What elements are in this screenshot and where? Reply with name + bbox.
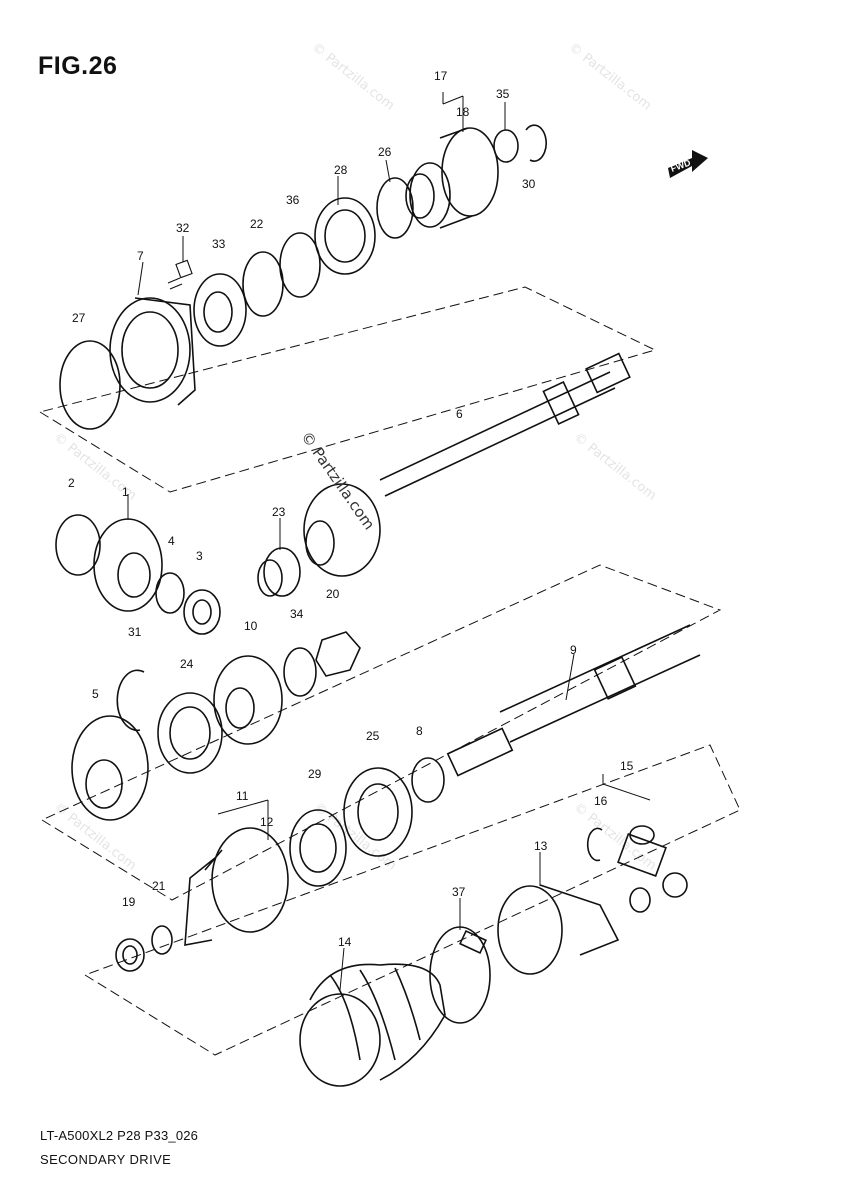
ball-bearing [343,767,413,857]
callout-16: 16 [594,794,608,808]
roller-bearing [157,692,223,774]
bevel-gear [93,518,163,612]
callout-28: 28 [334,163,348,177]
assembly-boundary [41,564,722,901]
callout-37: 37 [452,885,466,899]
shim [376,177,414,239]
callout-4: 4 [168,534,175,548]
callout-18: 18 [456,105,470,119]
bearing [183,589,221,635]
callout-29: 29 [308,767,322,781]
leader-line [339,947,345,991]
assembly-boundary [39,286,657,493]
roller-bearing [193,273,247,347]
output-shaft [446,624,701,777]
washer [411,757,445,803]
drive-shaft [379,352,631,497]
figure-title: FIG.26 [38,52,118,80]
leader-line [217,799,269,815]
callout-10: 10 [244,619,258,633]
leader-line [442,95,464,105]
ball-bearing [289,809,347,887]
callout-36: 36 [286,193,300,207]
callout-13: 13 [534,839,548,853]
callout-26: 26 [378,145,392,159]
flange-nut [115,938,145,972]
callout-1: 1 [122,485,129,499]
callout-22: 22 [250,217,264,231]
callout-33: 33 [212,237,226,251]
ball-bearing [314,197,376,275]
nut [315,631,361,677]
callout-14: 14 [338,935,352,949]
callout-15: 15 [620,759,634,773]
callout-6: 6 [456,407,463,421]
callout-24: 24 [180,657,194,671]
universal-joint-yoke [184,827,289,946]
shim [279,232,321,298]
spur-gear [213,655,283,745]
circlip [525,124,548,162]
callout-numbers: 1 2 3 4 5 6 7 8 9 10 11 12 13 14 15 16 1… [68,69,634,949]
callout-12: 12 [260,815,274,829]
circlip [116,669,145,732]
callout-9: 9 [570,643,577,657]
callout-23: 23 [272,505,286,519]
universal-joint-yoke [497,884,620,975]
circlip [586,827,603,862]
callout-35: 35 [496,87,510,101]
gear-case [109,297,196,406]
callout-34: 34 [290,607,304,621]
shim [155,572,185,614]
callout-2: 2 [68,476,75,490]
forward-arrow-icon: FWD [668,150,708,178]
oil-seal [493,129,519,163]
callout-30: 30 [522,177,536,191]
callout-17: 17 [434,69,448,83]
callout-25: 25 [366,729,380,743]
leader-line [137,261,144,296]
callout-19: 19 [122,895,136,909]
assembly-boundary [84,744,741,1056]
bolt [167,259,193,290]
callout-20: 20 [326,587,340,601]
washer [151,925,173,955]
model-code: LT-A500XL2 P28 P33_026 [40,1128,199,1143]
needle-bearing [257,547,301,597]
callout-32: 32 [176,221,190,235]
leader-line [602,783,651,801]
leader-line [565,653,575,701]
universal-joint-spider [617,825,688,913]
callout-31: 31 [128,625,142,639]
callout-8: 8 [416,724,423,738]
rubber-boot [299,963,446,1087]
thrust-washer [55,514,101,576]
callout-5: 5 [92,687,99,701]
bearing-housing [405,127,499,229]
callout-21: 21 [152,879,166,893]
washer [283,647,317,697]
callout-11: 11 [236,789,249,803]
leader-line [385,159,391,183]
boot-clamp [429,926,491,1024]
callout-27: 27 [72,311,86,325]
o-ring [59,340,121,430]
shim [242,251,284,317]
callout-7: 7 [137,249,144,263]
bevel-gear [71,715,149,821]
spur-gear [303,483,381,577]
callout-3: 3 [196,549,203,563]
section-title: SECONDARY DRIVE [40,1152,172,1167]
